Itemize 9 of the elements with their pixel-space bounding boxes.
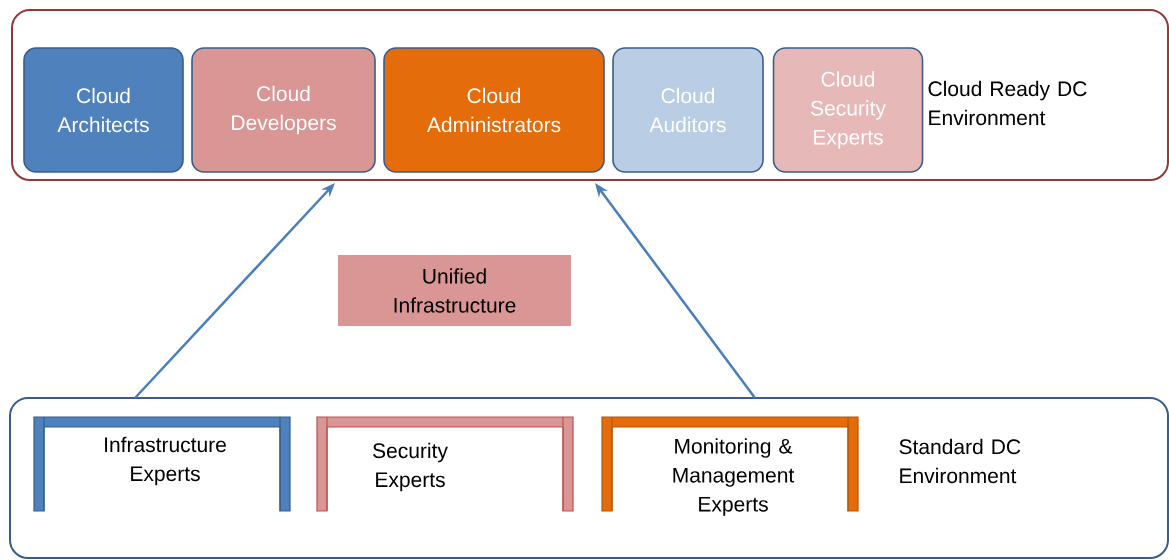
bracket-box: Security Experts bbox=[316, 416, 574, 512]
label-box: Unified Infrastructure bbox=[338, 255, 571, 326]
role-box: Cloud Architects bbox=[23, 47, 184, 173]
bracket-box: Monitoring & Management Experts bbox=[601, 416, 859, 516]
role-box: Cloud Auditors bbox=[612, 47, 764, 173]
role-box: Cloud Security Experts bbox=[772, 47, 924, 173]
role-box: Cloud Developers bbox=[191, 47, 376, 173]
bracket-box: Infrastructure Experts bbox=[33, 416, 291, 512]
role-box: Cloud Administrators bbox=[383, 47, 605, 173]
